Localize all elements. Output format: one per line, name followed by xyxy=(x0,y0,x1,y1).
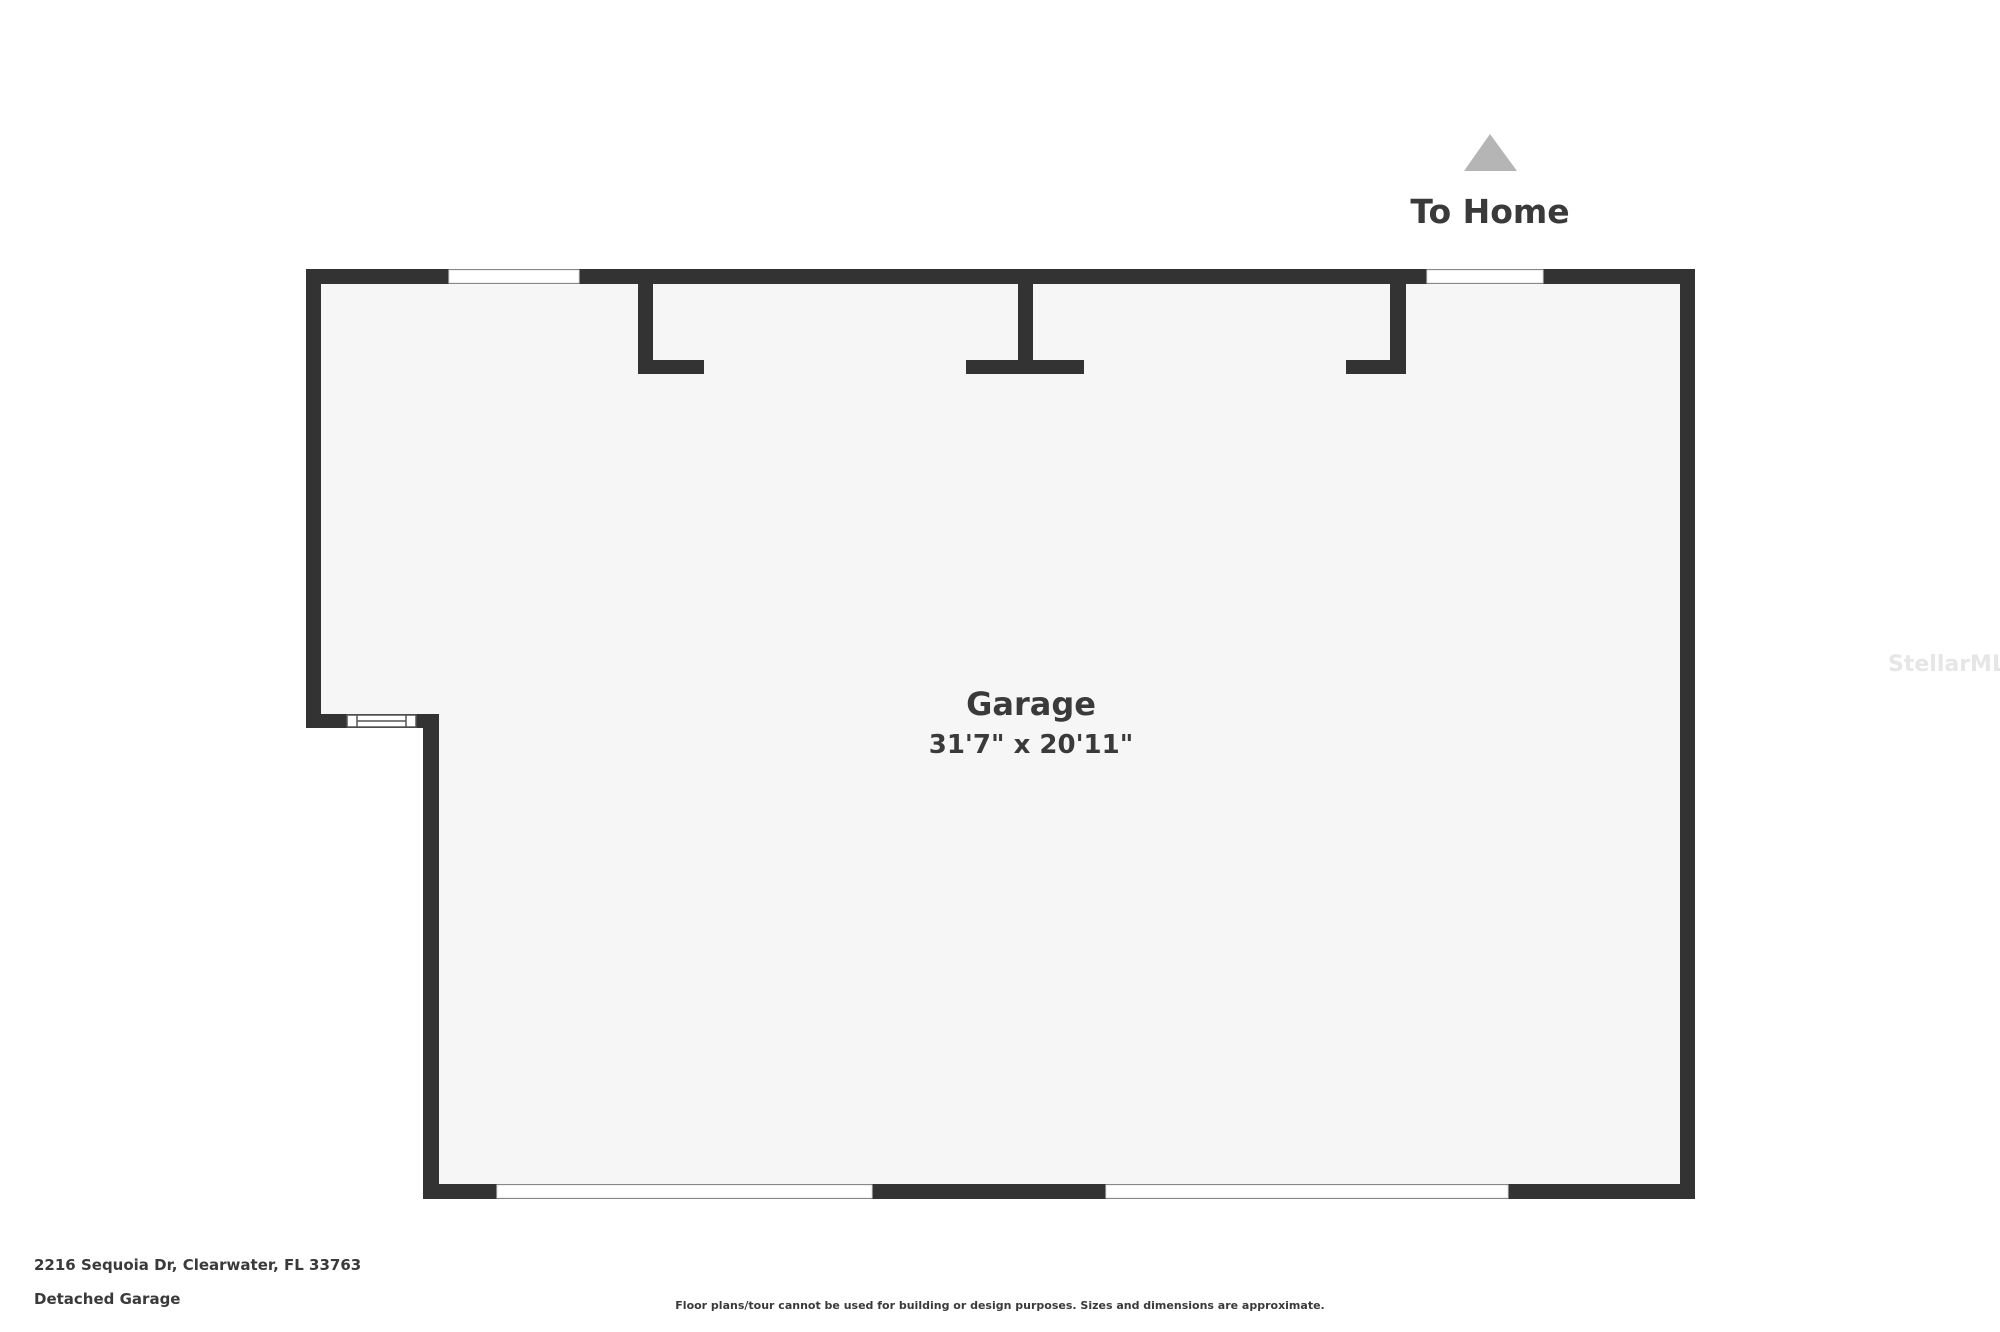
top-wall xyxy=(306,269,1695,284)
garage-floor xyxy=(306,269,1695,1199)
disclaimer: Floor plans/tour cannot be used for buil… xyxy=(675,1299,1325,1312)
triangle-up-icon xyxy=(1464,134,1517,171)
window xyxy=(346,714,417,728)
stub-wall-1-foot xyxy=(638,360,704,374)
to-home-label: To Home xyxy=(1410,192,1570,231)
stub-wall-1 xyxy=(638,276,653,374)
stub-wall-2-foot xyxy=(966,360,1084,374)
watermark: StellarMLS xyxy=(1888,652,2000,677)
top-opening-1 xyxy=(448,269,580,284)
room-dimensions: 31'7" x 20'11" xyxy=(928,730,1134,760)
garage-door-1 xyxy=(496,1184,873,1199)
stub-wall-2 xyxy=(1018,276,1033,374)
lower-left-wall xyxy=(423,714,439,1199)
stub-wall-3 xyxy=(1390,276,1406,374)
garage-door-2 xyxy=(1105,1184,1509,1199)
address: 2216 Sequoia Dr, Clearwater, FL 33763 xyxy=(34,1256,362,1274)
left-wall xyxy=(306,269,321,728)
room-name: Garage xyxy=(966,685,1096,723)
floor-name: Detached Garage xyxy=(34,1290,181,1308)
top-opening-2 xyxy=(1426,269,1544,284)
right-wall xyxy=(1680,269,1695,1199)
stub-wall-3-foot xyxy=(1346,360,1406,374)
